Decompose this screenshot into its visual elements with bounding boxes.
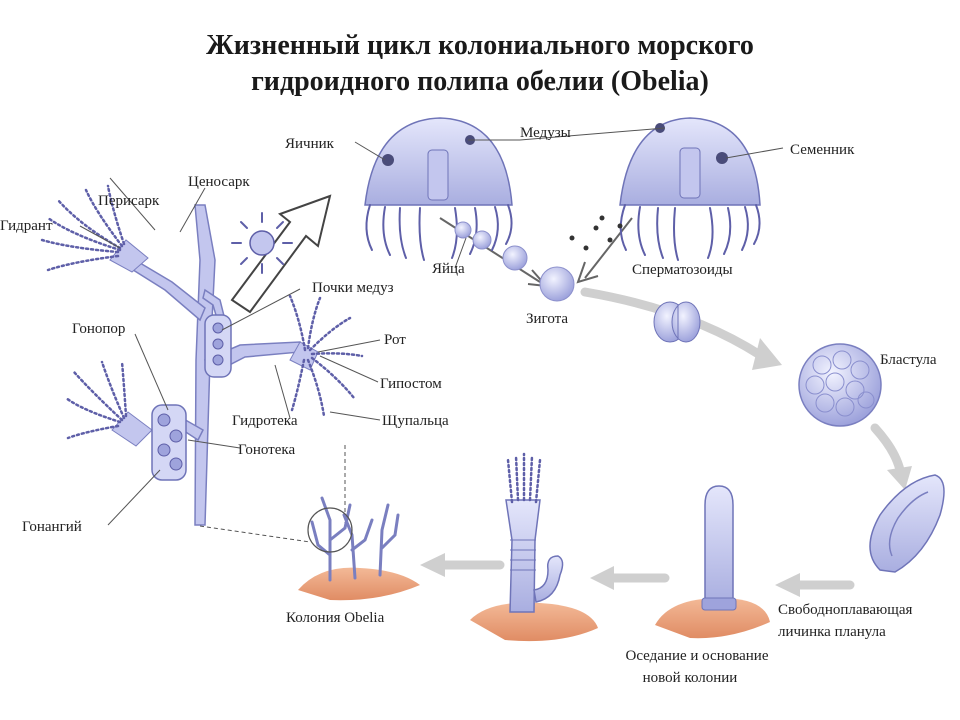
title-line-2: гидроидного полипа обелии (Obelia) [251, 66, 709, 97]
medusa-buds-capsule [204, 314, 232, 378]
label-gonopor: Гонопор [72, 321, 125, 337]
label-cenosark: Ценосарк [188, 174, 250, 190]
label-planula-line1: Свободноплавающая [778, 602, 912, 618]
label-gonangiy: Гонангий [22, 519, 82, 535]
label-gonoteka: Гонотека [238, 442, 295, 458]
settled-planula [655, 485, 770, 639]
hydrant-lower [64, 360, 153, 447]
label-gidroteka: Гидротека [232, 413, 298, 429]
label-gipostom: Гипостом [380, 376, 442, 392]
label-yaichnik: Яичник [285, 136, 335, 152]
label-osedanie-line1: Оседание и основание [626, 648, 769, 664]
planula-larva [869, 474, 945, 573]
obelia-colony [298, 496, 420, 601]
diagram-title: Жизненный цикл колониального морского ги… [0, 28, 960, 100]
labels: Гидрант Перисарк Ценосарк Гонопор Гонанг… [0, 125, 937, 686]
gonangium [151, 404, 187, 481]
arrow-blastula-to-planula [870, 423, 905, 475]
label-osedanie-line2: новой колонии [643, 670, 738, 686]
eggs [454, 221, 528, 271]
label-spermatozoidy: Сперматозоиды [632, 262, 733, 278]
sperm-cells [569, 215, 623, 251]
label-blastula: Бластула [880, 352, 937, 368]
label-gidrant: Гидрант [0, 218, 53, 234]
hydrant-feeding [288, 294, 364, 418]
label-yaitsa: Яйца [432, 261, 465, 277]
label-rot: Рот [384, 332, 406, 348]
label-perisark: Перисарк [98, 193, 160, 209]
label-semennik: Семенник [790, 142, 855, 158]
label-planula-line2: личинка планула [778, 624, 886, 640]
leader-lines [79, 127, 784, 526]
primary-polyp [470, 452, 598, 642]
label-meduzy: Медузы [520, 125, 571, 141]
budding-arrow [230, 194, 332, 314]
label-koloniya: Колония Obelia [286, 610, 385, 626]
zygote [539, 266, 575, 302]
label-shchupaltsa: Щупальца [382, 413, 449, 429]
blastula [798, 343, 882, 427]
medusa-male [619, 117, 761, 261]
cleavage-embryo [653, 301, 701, 343]
label-pochki-meduz: Почки медуз [312, 280, 394, 296]
label-zigota: Зигота [526, 311, 568, 327]
title-line-1: Жизненный цикл колониального морского [206, 30, 754, 61]
young-medusa [231, 212, 293, 274]
